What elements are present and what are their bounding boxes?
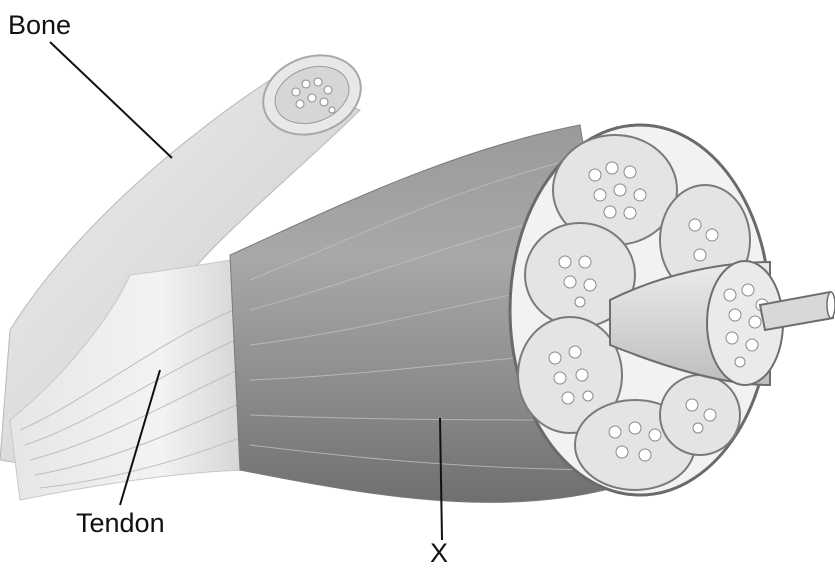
bone-leader-line bbox=[50, 42, 172, 158]
bone-label: Bone bbox=[8, 12, 71, 39]
tendon-label: Tendon bbox=[76, 510, 165, 537]
x-label: X bbox=[430, 540, 448, 567]
muscle-cross-section bbox=[510, 125, 835, 495]
